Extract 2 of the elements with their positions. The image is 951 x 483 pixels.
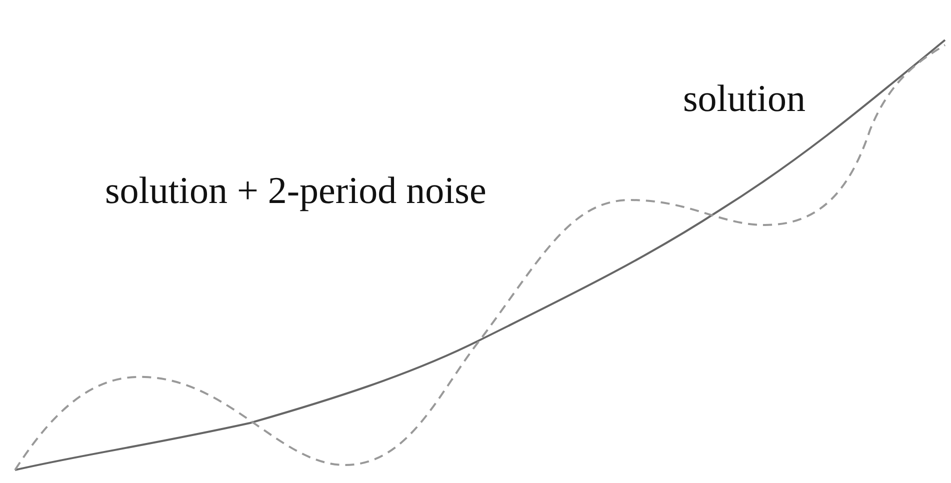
curve-label: solution + 2-period noise: [105, 172, 486, 210]
curve-label: solution: [683, 80, 806, 118]
